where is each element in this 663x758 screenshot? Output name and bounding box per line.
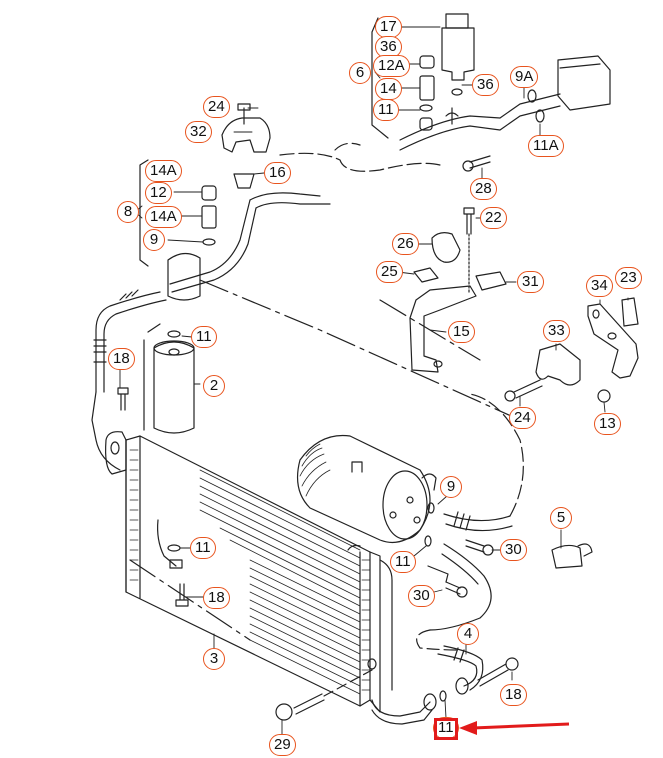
callout-26[interactable]: 26 <box>392 233 419 255</box>
callout-9-compressor[interactable]: 9 <box>440 476 462 498</box>
callout-34[interactable]: 34 <box>586 275 613 297</box>
pressure-switch-17 <box>441 13 475 81</box>
condenser-3 <box>105 431 393 713</box>
o-ring-9 <box>202 238 216 246</box>
callout-9A[interactable]: 9A <box>510 66 539 88</box>
highlight-box <box>434 718 458 740</box>
callout-18-right[interactable]: 18 <box>500 684 527 706</box>
hose-discharge <box>443 513 511 522</box>
clamp-32 <box>221 117 271 153</box>
screw-24-lower <box>513 379 543 399</box>
callout-4[interactable]: 4 <box>457 623 479 645</box>
valve-14A <box>201 205 217 229</box>
callout-9-upper[interactable]: 9 <box>143 229 165 251</box>
bracket-group-8 <box>139 159 149 267</box>
receiver-drier-2 <box>153 341 195 434</box>
callout-29[interactable]: 29 <box>269 734 296 756</box>
callout-36[interactable]: 36 <box>375 36 402 58</box>
o-ring-11-drier <box>167 330 181 338</box>
callout-25[interactable]: 25 <box>376 261 403 283</box>
callout-23[interactable]: 23 <box>615 267 642 289</box>
callout-14A-lower[interactable]: 14A <box>145 206 182 228</box>
hose-suction <box>429 543 492 631</box>
screw-22 <box>463 207 475 235</box>
callout-17[interactable]: 17 <box>375 16 402 38</box>
callout-11A[interactable]: 11A <box>528 135 564 157</box>
callout-14[interactable]: 14 <box>375 78 402 100</box>
dashed-line-receiver <box>199 279 521 421</box>
callout-33[interactable]: 33 <box>543 320 570 342</box>
hose-dashed-top <box>279 152 441 172</box>
bolt-29 <box>293 693 325 715</box>
bolt-18-lower <box>175 583 189 607</box>
cap-12 <box>201 185 217 201</box>
o-ring-11-compressor <box>424 535 432 547</box>
pipe-main-upper <box>249 192 321 201</box>
grommet-26 <box>431 232 461 263</box>
callout-24-lower[interactable]: 24 <box>509 407 536 429</box>
callout-11-compressor[interactable]: 11 <box>390 551 416 573</box>
receiver-upper <box>167 252 201 301</box>
callout-32[interactable]: 32 <box>185 121 212 143</box>
callout-5[interactable]: 5 <box>550 507 572 529</box>
callout-30-lower[interactable]: 30 <box>408 585 435 607</box>
callout-30-upper[interactable]: 30 <box>500 539 527 561</box>
callout-36-oring[interactable]: 36 <box>472 74 499 96</box>
callout-6[interactable]: 6 <box>349 62 371 84</box>
callout-8[interactable]: 8 <box>117 201 139 223</box>
callout-18-lower[interactable]: 18 <box>203 587 230 609</box>
callout-15[interactable]: 15 <box>448 321 475 343</box>
o-ring-9-compressor <box>427 502 435 514</box>
bolt-30-upper <box>465 539 485 553</box>
bolt-30-lower <box>445 581 461 595</box>
callout-11-drier[interactable]: 11 <box>191 326 217 348</box>
clamp-5 <box>551 544 583 569</box>
bolt-18-right <box>477 663 509 687</box>
o-ring-11-lower <box>439 690 447 702</box>
nut-25 <box>413 267 439 283</box>
callout-12A[interactable]: 12A <box>373 55 410 77</box>
clamp-33 <box>535 343 581 386</box>
pipe-left <box>95 291 161 393</box>
callout-28[interactable]: 28 <box>470 178 497 200</box>
pipe-top <box>399 93 561 141</box>
callout-11-highlighted[interactable]: 11 <box>433 717 459 739</box>
callout-3[interactable]: 3 <box>203 648 225 670</box>
callout-11-elbow[interactable]: 11 <box>190 537 216 559</box>
callout-12[interactable]: 12 <box>145 182 172 204</box>
pipe-condenser-outlet <box>371 699 431 717</box>
pipe-elbow-lower-left <box>157 519 177 567</box>
compressor <box>297 434 437 543</box>
callout-16[interactable]: 16 <box>264 162 291 184</box>
o-ring-11-top <box>419 104 433 112</box>
callout-24-top[interactable]: 24 <box>203 96 230 118</box>
screw-24-top <box>237 103 251 125</box>
clip-31 <box>475 271 507 291</box>
nut-13 <box>597 389 611 403</box>
bracket-34 <box>587 303 639 379</box>
clip-16 <box>233 173 255 189</box>
callout-18-upper[interactable]: 18 <box>108 348 135 370</box>
expansion-valve-block <box>557 55 611 111</box>
callout-14A-upper[interactable]: 14A <box>145 160 182 182</box>
callout-31[interactable]: 31 <box>517 271 544 293</box>
bolt-18-upper <box>117 387 129 411</box>
callout-11-top[interactable]: 11 <box>373 99 399 121</box>
callout-2[interactable]: 2 <box>203 375 225 397</box>
callout-22[interactable]: 22 <box>480 207 507 229</box>
clip-23 <box>621 297 639 327</box>
pointer-arrow <box>459 721 570 735</box>
callout-13[interactable]: 13 <box>594 413 621 435</box>
cap-12A <box>419 55 435 69</box>
bracket-15 <box>409 285 477 373</box>
valve-14 <box>419 75 435 101</box>
